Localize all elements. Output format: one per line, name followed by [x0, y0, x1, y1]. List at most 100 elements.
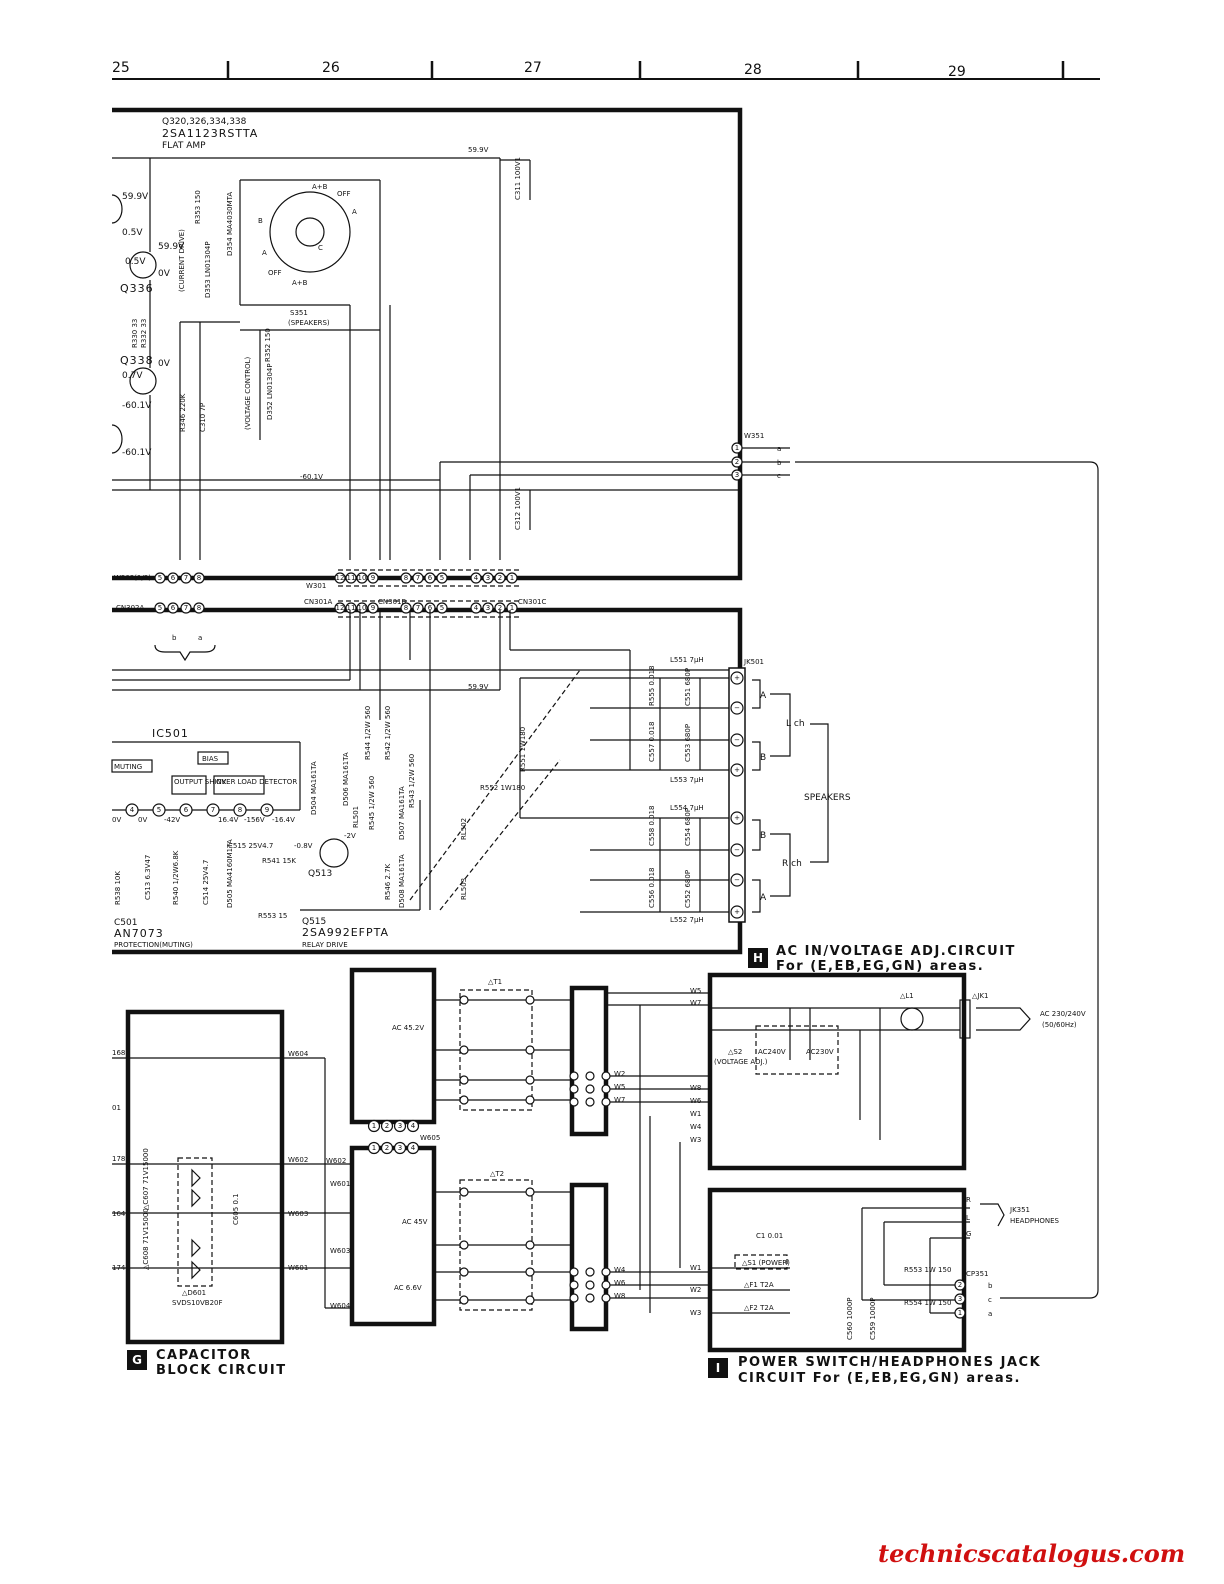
pin [125, 803, 139, 817]
pin [569, 1267, 579, 1277]
pin [180, 602, 192, 614]
pin [179, 803, 193, 817]
site-watermark[interactable]: technicscatalogus.com [878, 1539, 1185, 1568]
pin [380, 1141, 394, 1155]
pin-number: 1 [510, 574, 514, 582]
pin-number: 2 [498, 574, 502, 582]
pin [367, 1119, 381, 1133]
pin [569, 1071, 579, 1081]
wire-label: W603 [288, 1210, 308, 1218]
power-transformers: △T1 △T2 AC 45.2V AC 45V AC 6.6V W605 W60… [326, 967, 710, 1332]
pin [167, 602, 179, 614]
pin-number: 6 [171, 604, 176, 612]
volt-label: -60.1V [122, 401, 152, 411]
transistor-q338: Q338 [120, 354, 154, 367]
pin-number: − [734, 736, 740, 744]
speaker-output-circuit: JK501 +−−++−−+ L551 7μH C551 680P R555 0… [519, 656, 851, 924]
capacitor-c513: C513 6.3V47 [144, 855, 152, 900]
pin [412, 602, 424, 614]
wire-label: W603 [330, 1247, 350, 1255]
pin [525, 1095, 535, 1105]
wire-label: W601 [288, 1264, 308, 1272]
pin-number: 7 [211, 806, 215, 814]
volt-label: -42V [164, 816, 180, 824]
resistor-r352: R352 150 [264, 328, 272, 362]
edge-label: 168 [112, 1049, 125, 1057]
resistor-r546: R546 2.7K [384, 863, 392, 900]
switch-label: OFF [268, 269, 282, 277]
wire-label: W7 [614, 1096, 625, 1104]
pin [601, 1293, 611, 1303]
volt-label: -156V [244, 816, 265, 824]
block-bias: BIAS [202, 755, 219, 763]
pin-number: 8 [197, 604, 201, 612]
connector-label-cn302a: CN302A [116, 604, 144, 612]
pin [601, 1084, 611, 1094]
diode-d508: D508 MA161TA [398, 854, 406, 908]
pin-number: + [734, 908, 740, 916]
connector-label-w302: W302(1/2) [114, 574, 151, 582]
jack-ref: JK501 [743, 658, 764, 666]
pin-number: 5 [158, 574, 162, 582]
ic-ref: IC501 [152, 727, 189, 740]
pin-number: 3 [486, 604, 490, 612]
pin [459, 995, 469, 1005]
pin-number: 10 [358, 604, 367, 612]
pin-number: 1 [958, 1309, 962, 1317]
wire-label: W6 [690, 1097, 702, 1105]
pin [585, 1293, 595, 1303]
pin [601, 1267, 611, 1277]
wire-label: W4 [614, 1266, 626, 1274]
fuse-f1: △F1 T2A [744, 1281, 774, 1289]
wire-label: W5 [690, 987, 701, 995]
wire-label: W8 [690, 1084, 701, 1092]
pin-number: 1 [372, 1144, 376, 1152]
pin-number: 6 [428, 574, 433, 582]
switch-label: C [318, 244, 323, 252]
volt-label: 59.9V [122, 192, 149, 202]
relay-rl503: RL503 [460, 878, 468, 900]
inductor-l552: L552 7μH [670, 916, 704, 924]
block-overload: OVER LOAD DETECTOR [216, 778, 297, 786]
switch-label: A [262, 249, 267, 257]
pin-number: 9 [265, 806, 269, 814]
pin [569, 1084, 579, 1094]
pin-number: 6 [171, 574, 176, 582]
winding-voltage: AC 6.6V [394, 1284, 422, 1292]
pin [380, 1119, 394, 1133]
pin-letter: c [777, 472, 781, 480]
pin [367, 572, 379, 584]
wire-label: W601 [330, 1180, 350, 1188]
section-h-letter: H [753, 951, 763, 965]
pin-number: 10 [358, 574, 367, 582]
capacitor-c605: C605 0.1 [232, 1193, 240, 1225]
pin [459, 1095, 469, 1105]
pin-number: 1 [510, 604, 514, 612]
capacitor-c312: C312 100V1 [514, 487, 522, 530]
capacitor-c556: C556 0.018 [648, 867, 656, 908]
pin [436, 572, 448, 584]
pin [367, 1141, 381, 1155]
pin-letter: b [172, 634, 177, 642]
volt-label: 16.4V [218, 816, 239, 824]
pin [585, 1084, 595, 1094]
pin [730, 905, 744, 919]
pin-number: 6 [184, 806, 189, 814]
pin [393, 1141, 407, 1155]
relay-rl501: RL501 [352, 806, 360, 828]
pin [393, 1119, 407, 1133]
pin-number: 4 [474, 574, 479, 582]
speaker-selector-switch: A+B OFF B A A C OFF A+B S351 (SPEAKERS) [258, 183, 357, 327]
pin-number: 5 [157, 806, 161, 814]
pin [345, 602, 357, 614]
pin-number: 2 [385, 1144, 389, 1152]
pin [459, 1240, 469, 1250]
flat-amp-function: FLAT AMP [162, 141, 206, 151]
switch-ref: S351 [290, 309, 308, 317]
pin-number: 4 [411, 1144, 416, 1152]
section-h-marker [748, 948, 768, 968]
transistor-q515-part: 2SA992EFPTA [302, 926, 389, 939]
protection-circuit: IC501 MUTING BIAS OUTPUT SHINK OVER LOAD… [111, 669, 581, 949]
resistor-r538: R538 10K [114, 871, 122, 905]
capacitor-c555: R555 0.018 [648, 666, 656, 707]
